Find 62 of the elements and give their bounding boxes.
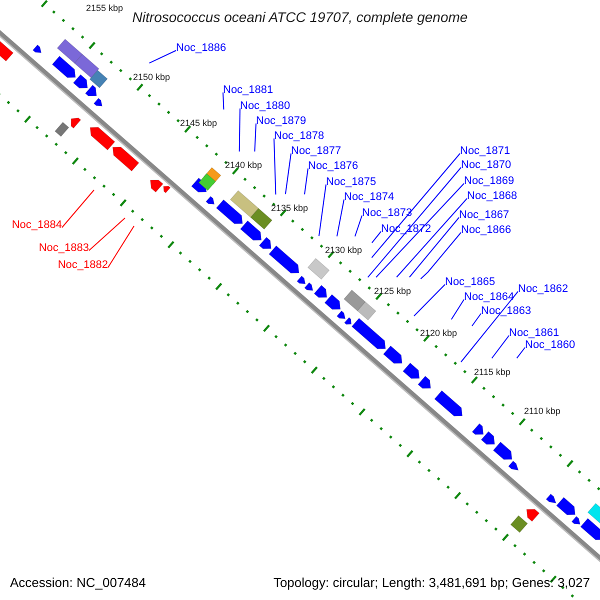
leader-line — [516, 347, 526, 359]
gene-label: Noc_1867 — [459, 209, 510, 222]
leader-line — [274, 138, 276, 195]
diagram-title: Nitrosococcus oceani ATCC 19707, complete genome — [131, 10, 469, 24]
leader-line — [414, 284, 446, 316]
scale-label: 2120 kbp — [420, 329, 458, 338]
gene-label: Noc_1886 — [176, 42, 226, 55]
leader-line — [491, 335, 510, 359]
scale-label: 2150 kbp — [133, 73, 170, 82]
leader-line — [354, 215, 362, 237]
gene-label: Noc_1866 — [461, 224, 512, 237]
gene-label: Noc_1877 — [291, 145, 342, 158]
leader-line — [472, 313, 482, 326]
scale-label: 2145 kbp — [180, 119, 218, 128]
leader-line — [238, 108, 240, 152]
leader-line — [409, 217, 460, 278]
leader-line — [396, 198, 468, 278]
leader-line — [108, 226, 134, 268]
scale-label: 2140 kbp — [225, 161, 262, 170]
gene-label: Noc_1860 — [525, 339, 576, 352]
footer-text: Topology: circular; Length: 3,481,691 bp; Genes: 3,027 — [273, 576, 590, 589]
leader-line — [318, 184, 326, 237]
gene-label: Noc_1881 — [223, 84, 274, 97]
leader-line — [450, 299, 464, 320]
gene-label: Noc_1878 — [274, 130, 324, 143]
leader-line — [376, 183, 464, 278]
leader-line — [88, 218, 126, 251]
gene-label: Noc_1879 — [256, 115, 306, 128]
scale-label: 2110 kbp — [524, 407, 560, 416]
leader-line — [254, 123, 256, 152]
gene-label: Noc_1862 — [518, 283, 568, 296]
leader-line — [222, 92, 224, 110]
scale-label: 2115 kbp — [474, 368, 510, 377]
gene-label: Noc_1869 — [464, 175, 514, 188]
scale-label: 2155 kbp — [86, 4, 124, 13]
gene-label: Noc_1880 — [240, 100, 290, 113]
leader-line — [336, 199, 344, 237]
leader-line — [62, 190, 94, 228]
leader-line — [284, 153, 292, 195]
leader-line — [148, 50, 176, 64]
gene-label: Noc_1868 — [467, 190, 518, 203]
leader-line — [371, 153, 460, 258]
scale-label: 2125 kbp — [374, 287, 412, 296]
gene-label: Noc_1884 — [12, 219, 62, 232]
leader-line — [420, 232, 462, 280]
leader-line — [367, 167, 462, 278]
gene-label: Noc_1870 — [461, 159, 512, 172]
footer-text: Accession: NC_007484 — [10, 576, 146, 589]
gene-label: Noc_1876 — [308, 160, 358, 173]
gene-label: Noc_1874 — [344, 191, 394, 204]
leader-line — [304, 168, 308, 195]
gene-label: Noc_1871 — [460, 145, 510, 158]
gene-label: Noc_1864 — [464, 291, 514, 304]
gene-label: Noc_1875 — [326, 176, 376, 189]
gene-label: Noc_1861 — [509, 327, 560, 340]
gene-label: Noc_1882 — [58, 259, 108, 272]
leader-line — [371, 231, 382, 244]
gene-label: Noc_1865 — [445, 276, 496, 289]
leader-line — [460, 291, 518, 362]
scale-label: 2135 kbp — [271, 204, 308, 213]
gene-label: Noc_1883 — [38, 242, 89, 255]
scale-label: 2130 kbp — [325, 246, 362, 255]
